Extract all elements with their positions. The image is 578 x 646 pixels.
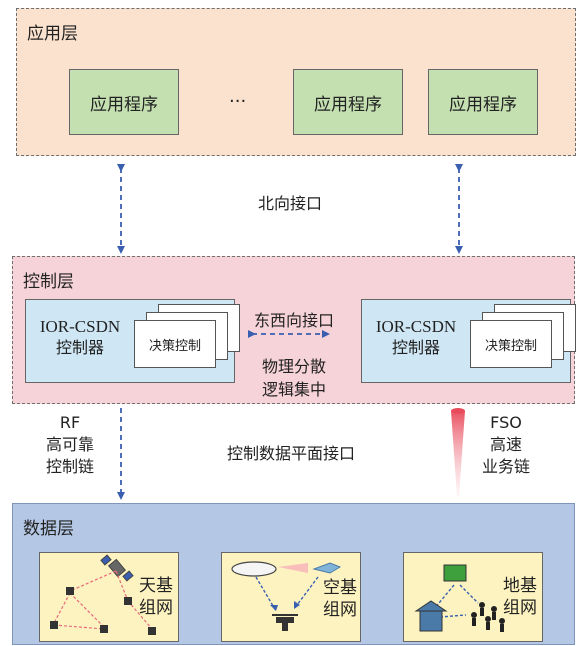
southbound-interface-label: 控制数据平面接口 [226, 444, 355, 463]
fso-link-label: FSO 高速 业务链 [470, 412, 542, 478]
building-icon [414, 600, 448, 632]
controller-box: IOR-CSDN 控制器 决策控制 [361, 299, 576, 383]
air-network-label: 空基 组网 [320, 577, 360, 621]
space-label: 天基 [139, 576, 173, 596]
air-label: 空基 [323, 578, 357, 598]
ground-label: 地基 [503, 576, 537, 596]
application-box: 应用程序 [293, 69, 403, 135]
application-layer: 应用层 应用程序 ··· 应用程序 应用程序 [16, 8, 576, 156]
controller-label: IOR-CSDN 控制器 [364, 316, 468, 358]
rf-label: RF [59, 413, 81, 432]
north-interface-label: 北向接口 [257, 194, 322, 213]
rf-reliable-label: 高可靠 [45, 435, 94, 454]
controller-sub: 控制器 [391, 338, 440, 357]
soldiers-icon [471, 602, 505, 632]
space-network-panel: 天基 组网 [39, 552, 179, 642]
drone-icon [272, 614, 298, 631]
ellipsis: ··· [229, 91, 247, 112]
rf-control-link-label: 控制链 [45, 457, 94, 476]
decision-control-doc: 决策控制 [134, 320, 216, 368]
ground-network-panel: 地基 组网 [403, 552, 543, 642]
logically-centralized-label: 逻辑集中 [261, 380, 326, 399]
physically-distributed-label: 物理分散 [261, 357, 326, 376]
fso-label: FSO [490, 413, 522, 432]
satellite-icon [100, 554, 134, 582]
air-network-illustration [231, 561, 342, 631]
application-layer-title: 应用层 [27, 24, 78, 44]
controller-sub: 控制器 [55, 338, 104, 357]
network-label: 组网 [323, 600, 357, 620]
satellite-network-illustration [50, 554, 156, 635]
decision-control-doc: 决策控制 [470, 320, 552, 368]
airplane-icon [312, 562, 342, 574]
rf-link-label: RF 高可靠 控制链 [34, 412, 106, 478]
space-network-label: 天基 组网 [136, 575, 176, 619]
ground-network-label: 地基 组网 [500, 575, 540, 619]
application-box: 应用程序 [69, 69, 179, 135]
data-layer: 数据层 天基 [12, 503, 575, 645]
controller-label: IOR-CSDN 控制器 [28, 316, 132, 358]
small-satellite-icons [50, 587, 156, 635]
ground-network-illustration [414, 564, 505, 632]
east-west-interface-label: 东西向接口 [253, 311, 334, 330]
fso-service-link-label: 业务链 [481, 457, 530, 476]
network-label: 组网 [503, 598, 537, 618]
network-label: 组网 [139, 598, 173, 618]
air-network-panel: 空基 组网 [221, 552, 361, 642]
fso-high-speed-label: 高速 [489, 435, 522, 454]
controller-name: IOR-CSDN [39, 317, 121, 336]
control-layer-title: 控制层 [23, 272, 74, 292]
application-box: 应用程序 [428, 69, 538, 135]
airship-icon [231, 561, 277, 577]
controller-box: IOR-CSDN 控制器 决策控制 [25, 299, 240, 383]
fso-beam [451, 408, 465, 496]
controller-name: IOR-CSDN [375, 317, 457, 336]
data-layer-title: 数据层 [23, 519, 74, 539]
ground-station-icon [443, 564, 467, 582]
